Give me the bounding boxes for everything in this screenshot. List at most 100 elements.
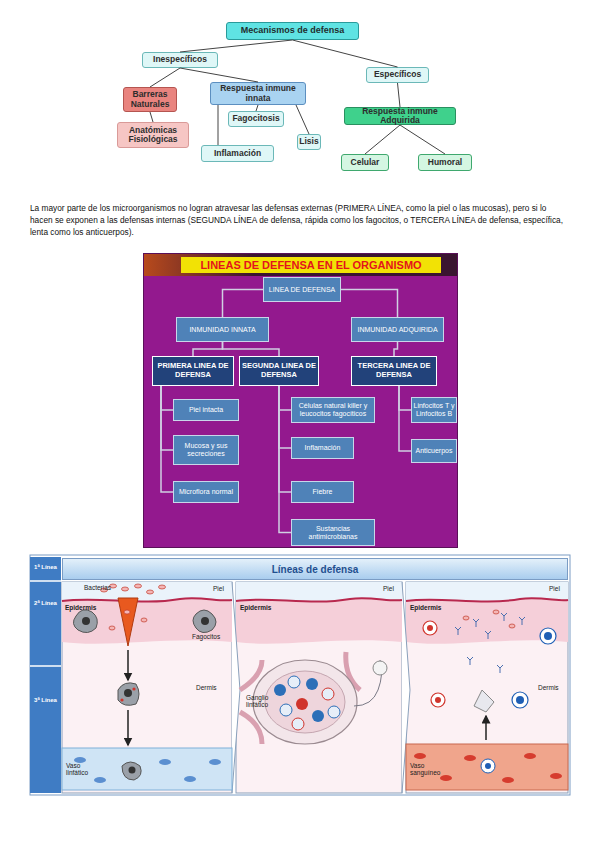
lymph-vessel: [122, 762, 141, 780]
phagocyte: [73, 610, 216, 745]
connector: [400, 125, 445, 154]
wound-bacteria: [141, 618, 147, 622]
blood-vessel: [414, 753, 426, 759]
blood-vessel: [406, 744, 568, 790]
row-label: 2ª Línea: [31, 600, 60, 607]
lymph-node: [292, 718, 304, 730]
panel-skin: [236, 582, 402, 793]
section-band: Líneas de defensa: [62, 558, 568, 580]
phagocyte: [201, 617, 209, 625]
node-text: Inflamación: [305, 444, 341, 452]
lymph-vessel: [94, 777, 106, 783]
phagocyte: [118, 683, 139, 705]
part-label: Piel: [213, 585, 231, 592]
antibody-response: [512, 692, 528, 708]
concept-box: Humoral: [418, 154, 472, 171]
antibody-response: [435, 697, 441, 703]
lymph-vessel: [209, 759, 221, 765]
node-text: TERCERA LINEA DE DEFENSA: [353, 362, 435, 379]
connector: [398, 83, 401, 107]
wound-bacteria: [101, 584, 166, 646]
concept-box: Inflamación: [201, 145, 274, 162]
node-text: Barreras Naturales: [126, 90, 174, 109]
node-text: INMUNIDAD ADQUIRIDA: [357, 326, 437, 334]
blood-vessel: [485, 763, 491, 769]
panel-skin: [62, 598, 232, 644]
lymph-node: [328, 706, 340, 718]
part-label: Epidermis: [410, 604, 450, 611]
concept-box: Respuesta inmune innata: [210, 82, 306, 105]
concept-box: Fagocitosis: [228, 111, 284, 127]
concept-box: Barreras Naturales: [123, 87, 177, 112]
connector: [218, 105, 219, 145]
antibody-response: [540, 628, 556, 644]
item-box: Piel intacta: [173, 399, 239, 421]
lymph-vessel: [129, 767, 136, 774]
item-box: Microflora normal: [173, 481, 239, 503]
panel-skin: [236, 598, 402, 644]
phagocyte: [127, 650, 129, 680]
item-box: Células natural killer y leucocitos fago…: [291, 397, 375, 423]
node-text: Líneas de defensa: [272, 564, 359, 575]
node-text: SEGUNDA LINEA DE DEFENSA: [241, 362, 317, 379]
blood-vessel: [524, 753, 536, 759]
node-text: Inflamación: [214, 149, 261, 158]
lymph-node: [265, 671, 345, 733]
lymph-vessel: [62, 748, 232, 790]
part-label: Vaso sanguíneo: [410, 762, 444, 776]
lymph-node: [240, 652, 360, 744]
connector: [293, 40, 398, 67]
part-label: Epidermis: [65, 604, 105, 611]
illustration-frame: [30, 555, 570, 795]
node-text: Mecanismos de defensa: [241, 26, 345, 36]
node-text: Celular: [351, 158, 380, 167]
antibody-response: [493, 610, 499, 614]
blood-vessel: [406, 744, 568, 790]
item-box: Fiebre: [291, 481, 354, 503]
wound-bacteria: [122, 587, 129, 591]
antibody-response: [473, 619, 479, 627]
phagocyte: [73, 610, 97, 633]
connector: [150, 68, 180, 87]
antibody-response: [463, 616, 469, 620]
blood-vessel: [464, 755, 476, 761]
part-label: Dermis: [196, 684, 230, 691]
node-text: Microflora normal: [179, 488, 233, 496]
wound-bacteria: [159, 585, 166, 589]
illustration-frame: [30, 557, 61, 793]
item-box: Inflamación: [291, 437, 354, 459]
antibody-response: [467, 657, 473, 665]
lymph-node: [312, 710, 324, 722]
panel-skin: [406, 598, 568, 601]
phagocyte: [127, 710, 129, 745]
antibody-response: [423, 621, 437, 635]
root-box: LINEA DE DEFENSA: [263, 277, 341, 302]
phagocyte: [193, 610, 216, 633]
node-text: LINEAS DE DEFENSA EN EL ORGANISMO: [181, 257, 441, 273]
node-text: Sustancias antimicrobianas: [293, 525, 373, 541]
panel-skin: [62, 582, 232, 793]
node-text: LINEA DE DEFENSA: [269, 286, 336, 294]
node-text: Respuesta inmune Adquirida: [347, 107, 453, 126]
body-text: La mayor parte de los microorganismos no…: [30, 202, 570, 238]
category-box: Específicos: [366, 67, 429, 83]
blood-vessel: [481, 759, 495, 773]
wound-bacteria: [135, 584, 142, 588]
concept-box: Lisis: [297, 134, 321, 150]
antibody-response: [516, 696, 524, 704]
antibody-response: [474, 690, 494, 712]
node-text: Específicos: [374, 70, 421, 79]
part-label: Ganglio linfático: [246, 694, 276, 708]
connector: [150, 112, 153, 122]
node-text: INMUNIDAD INNATA: [189, 326, 255, 334]
connector: [180, 68, 258, 82]
blood-vessel: [550, 773, 562, 779]
antibody-response: [497, 665, 503, 673]
immunity-box: INMUNIDAD ADQUIRIDA: [351, 317, 444, 342]
item-box: Mucosa y sus secreciones: [173, 435, 239, 465]
immunity-box: INMUNIDAD INNATA: [176, 317, 269, 342]
antibody-response: [519, 617, 525, 625]
antibody-response: [431, 693, 445, 707]
lymph-vessel: [159, 759, 171, 765]
part-label: Dermis: [538, 684, 568, 691]
